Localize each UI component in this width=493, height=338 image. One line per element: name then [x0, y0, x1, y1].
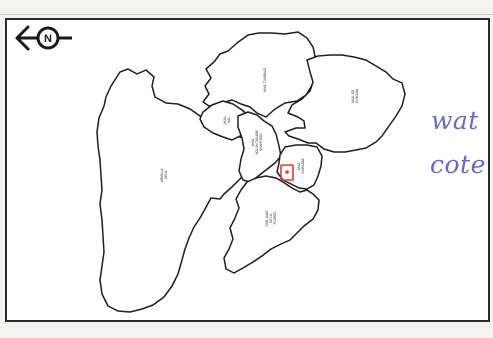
region-central [237, 111, 282, 183]
region-label-central: AKAL SOLUM TAKABE SHANTIGEL [251, 129, 263, 155]
region-label-line: DE LA [269, 213, 273, 223]
region-label-south: SAN JUAN DE LA FLORES [265, 210, 277, 227]
region-label-line: DUEKABA [301, 158, 305, 174]
region-label-line: AKAL TUMBALO [263, 67, 267, 92]
region-label-line: SHANTIGEL [259, 133, 263, 151]
svg-text:AKAL TUMBALO: AKAL TUMBALO [263, 67, 267, 92]
region-label-east-small: AKAL DUEKABA [297, 158, 305, 174]
region-north-center [202, 31, 317, 118]
region-south [223, 175, 320, 274]
region-label-line: SAN JUAN [265, 210, 269, 226]
region-label-north-east: AKAL DE CHIKASA [351, 88, 359, 103]
handwritten-note-line-1: wat [431, 106, 479, 135]
top-rule [0, 14, 493, 15]
svg-text:SAN JUAN DE LA: SAN JUAN DE LA FLORES [265, 210, 277, 227]
region-label-line: HAL [227, 117, 231, 123]
region-west [96, 68, 260, 313]
svg-text:AKAL HAL: AKAL HAL [223, 116, 231, 125]
region-label-central-small: AKAL HAL [223, 116, 231, 125]
region-label-north-center: AKAL TUMBALO [263, 67, 267, 92]
svg-text:AKAL DE CHIKASA: AKAL DE CHIKASA [351, 88, 359, 103]
region-label-line: VELA [164, 170, 168, 179]
region-label-line: AKAL [223, 116, 227, 124]
north-letter: N [44, 33, 52, 45]
svg-text:AKAL SOLUM TAKABE: AKAL SOLUM TAKABE SHANTIGEL [251, 129, 263, 154]
region-label-west: ARMA LA VELA [160, 168, 168, 183]
region-label-line: CHIKASA [355, 88, 359, 103]
region-east-small [276, 144, 323, 190]
region-label-line: AKAL [251, 138, 255, 146]
svg-text:AKAL DUEKABA: AKAL DUEKABA [297, 158, 305, 174]
region-label-line: ARMA LA [160, 168, 164, 183]
region-label-line: AKAL [297, 162, 301, 170]
handwritten-note-line-2: cote [430, 150, 486, 179]
region-label-line: SOLUM TAKABE [255, 130, 259, 155]
location-marker [280, 164, 294, 181]
region-label-line: AKAL DE [351, 90, 355, 103]
svg-text:ARMA LA VELA: ARMA LA VELA [160, 168, 168, 183]
region-label-line: FLORES [273, 212, 277, 225]
north-arrow-icon: N [15, 25, 72, 51]
region-north-east [284, 54, 406, 153]
